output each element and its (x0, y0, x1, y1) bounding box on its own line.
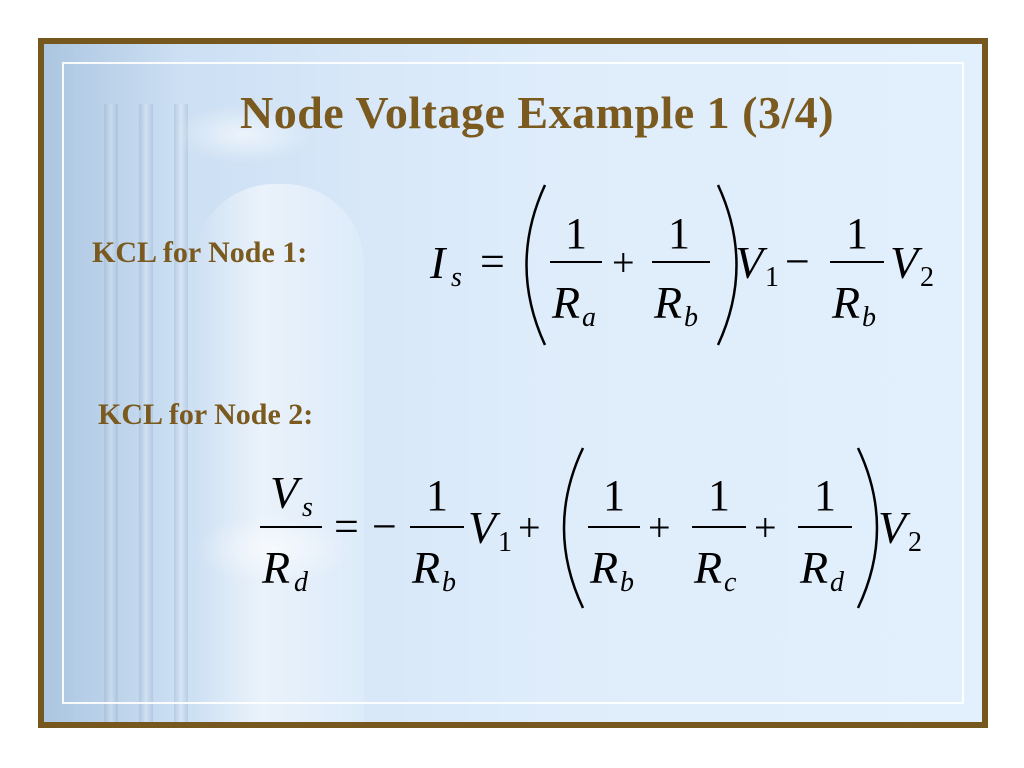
eq2-v2: V (878, 502, 911, 553)
eq1-v2-sub: 2 (920, 262, 934, 293)
eq1-frac1-den: R (551, 277, 580, 328)
column-flute (104, 104, 118, 722)
eq1-frac3-num: 1 (846, 209, 868, 258)
eq1-left-paren (525, 184, 547, 346)
column-illustration (44, 44, 364, 722)
eq1-frac3-sub: b (862, 302, 876, 333)
eq1-v1-sub: 1 (765, 262, 779, 293)
node2-label: KCL for Node 2: (98, 398, 314, 431)
eq2-frac1-den: R (411, 542, 440, 593)
column-flute (139, 104, 153, 722)
eq1-frac2-sub: b (684, 302, 698, 333)
eq1-v2: V (890, 237, 923, 288)
eq2-frac2-den: R (589, 542, 618, 593)
inner-border (62, 62, 964, 704)
eq1-frac2-num: 1 (668, 209, 690, 258)
eq2-plus3: + (754, 505, 777, 550)
slide-frame (38, 38, 988, 728)
node1-label: KCL for Node 1: (92, 236, 308, 269)
eq1-right-paren (716, 184, 738, 346)
eq2-v1: V (468, 502, 501, 553)
slide-title: Node Voltage Example 1 (3/4) (240, 87, 835, 138)
eq2-lhs-den: R (261, 542, 290, 593)
column-capital (174, 104, 314, 164)
eq2-plus1: + (518, 505, 541, 550)
eq2-frac2-sub: b (620, 567, 634, 598)
eq2-frac1-num: 1 (426, 471, 448, 520)
eq2-lhs-num: V (270, 467, 303, 518)
eq1-frac3-den: R (831, 277, 860, 328)
eq1-v1: V (735, 237, 768, 288)
slide-background (44, 44, 982, 722)
eq2-lhs-num-sub: s (302, 492, 313, 523)
eq1-lhs-sub: s (451, 262, 462, 293)
eq2-frac3-den: R (693, 542, 722, 593)
eq2-v2-sub: 2 (908, 527, 922, 558)
eq1-minus: − (785, 237, 810, 286)
eq2-frac3-num: 1 (708, 471, 730, 520)
eq2-frac4-num: 1 (814, 471, 836, 520)
eq2-left-paren (562, 447, 585, 609)
eq2-v1-sub: 1 (498, 527, 512, 558)
eq2-lhs-den-sub: d (294, 567, 309, 598)
column-flute (174, 104, 188, 722)
eq2-frac4-den: R (799, 542, 828, 593)
eq1-frac2-den: R (653, 277, 682, 328)
eq1-frac1-sub: a (582, 302, 596, 333)
eq2-frac2-num: 1 (603, 471, 625, 520)
eq1-plus: + (612, 240, 635, 285)
eq2-frac1-sub: b (442, 567, 456, 598)
eq2-right-paren (856, 447, 879, 609)
eq1-equals: = (480, 237, 505, 286)
eq2-plus2: + (648, 505, 671, 550)
eq2-frac4-sub: d (830, 567, 845, 598)
eq1-lhs-var: I (429, 237, 448, 288)
column-shaft (194, 184, 364, 722)
eq2-equals: = (334, 502, 359, 551)
eq2-frac3-sub: c (724, 567, 737, 598)
column-capital (194, 514, 354, 584)
eq1-frac1-num: 1 (565, 209, 587, 258)
eq2-negative: − (372, 502, 397, 551)
